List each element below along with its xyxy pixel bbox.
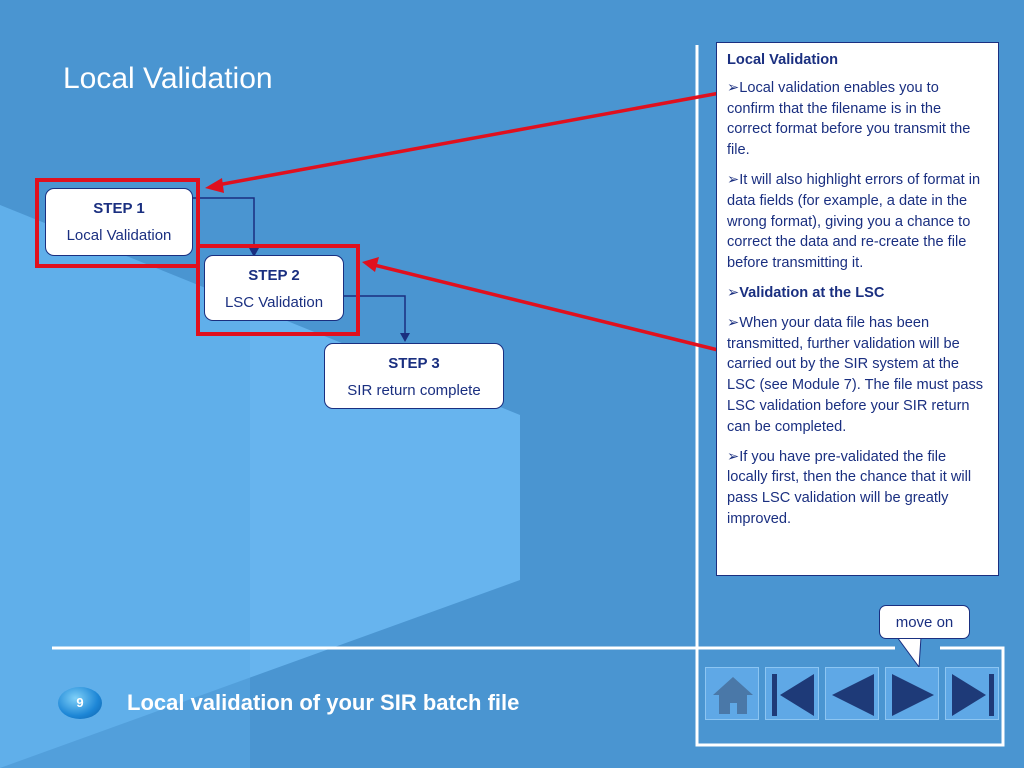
info-paragraph-3: ➢Validation at the LSC bbox=[727, 284, 885, 301]
step-1-text: Local Validation bbox=[66, 227, 172, 244]
step-3-heading: STEP 3 bbox=[388, 355, 440, 372]
previous-icon bbox=[832, 674, 874, 716]
step-2-highlight bbox=[196, 244, 360, 336]
info-panel: Local Validation ➢Local validation enabl… bbox=[716, 42, 999, 576]
move-on-button[interactable]: move on bbox=[879, 605, 970, 639]
step-2-heading: STEP 2 bbox=[248, 267, 300, 284]
info-panel-heading: Local Validation bbox=[727, 52, 839, 68]
home-icon bbox=[713, 677, 753, 714]
first-page-button[interactable] bbox=[765, 667, 819, 720]
callout-pointer bbox=[896, 636, 922, 669]
bullet-icon: ➢ bbox=[727, 314, 740, 331]
next-icon bbox=[892, 674, 934, 716]
next-button[interactable] bbox=[885, 667, 939, 720]
last-page-button[interactable] bbox=[945, 667, 999, 720]
info-paragraph-1: ➢Local validation enables you to confirm… bbox=[727, 79, 971, 159]
last-page-icon bbox=[952, 674, 994, 716]
bullet-icon: ➢ bbox=[727, 448, 740, 465]
previous-button[interactable] bbox=[825, 667, 879, 720]
step-1-highlight bbox=[35, 178, 200, 268]
step-1-heading: STEP 1 bbox=[93, 200, 145, 217]
step-3-text: SIR return complete bbox=[347, 382, 481, 399]
bullet-icon: ➢ bbox=[727, 284, 740, 301]
page-title: Local Validation bbox=[63, 62, 273, 95]
info-paragraph-5: ➢If you have pre-validated the file loca… bbox=[727, 448, 972, 527]
info-paragraph-2: ➢It will also highlight errors of format… bbox=[727, 171, 981, 272]
step-2-box: STEP 2 LSC Validation bbox=[204, 255, 344, 321]
step-1-box: STEP 1 Local Validation bbox=[45, 188, 193, 256]
page-number-badge: 9 bbox=[58, 687, 102, 719]
step-2-text: LSC Validation bbox=[224, 294, 324, 311]
frame-line bbox=[695, 45, 1005, 747]
step-3-box: STEP 3 SIR return complete bbox=[324, 343, 504, 409]
home-button[interactable] bbox=[705, 667, 759, 720]
bullet-icon: ➢ bbox=[727, 171, 740, 188]
bullet-icon: ➢ bbox=[727, 79, 740, 96]
first-page-icon bbox=[772, 674, 814, 716]
footer-title: Local validation of your SIR batch file bbox=[127, 690, 520, 715]
info-paragraph-4: ➢When your data file has been transmitte… bbox=[727, 314, 984, 435]
